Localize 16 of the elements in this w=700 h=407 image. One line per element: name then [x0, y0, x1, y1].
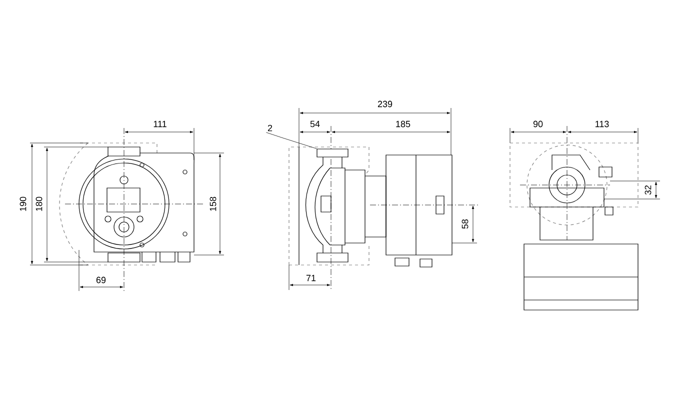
dimension-label: 158 [210, 196, 216, 211]
dimension-label: 90 [533, 120, 543, 128]
leader-line [266, 132, 317, 149]
dimension-label: 71 [306, 274, 316, 282]
dimension-label: 239 [378, 100, 392, 108]
dimension-label: 185 [396, 120, 410, 128]
dimension-label: 69 [96, 276, 106, 284]
dimension-label: 54 [310, 120, 320, 128]
dimension-label: 180 [36, 196, 42, 211]
dimension-label: 113 [596, 120, 609, 128]
dimension-label: 32 [644, 185, 652, 195]
callout-number: 2 [268, 124, 272, 132]
flange [316, 148, 348, 158]
dimension-label: 190 [20, 196, 26, 211]
dimension-label: 58 [462, 219, 468, 229]
dimension-label: 111 [154, 120, 166, 128]
